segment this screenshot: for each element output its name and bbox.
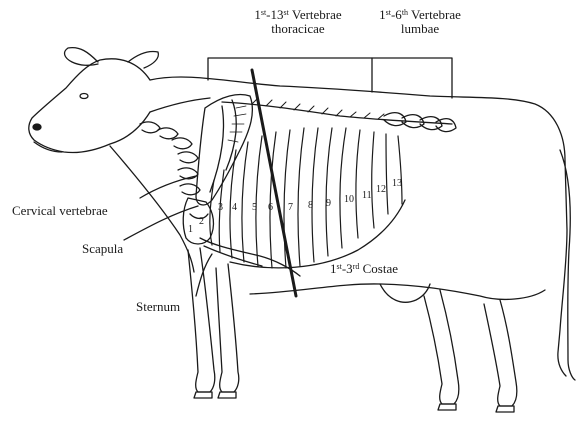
rib-number-8: 8 bbox=[308, 200, 313, 211]
lumbar-label-line2: lumbae bbox=[368, 22, 472, 36]
scapula-shape bbox=[196, 95, 252, 205]
rib-number-11: 11 bbox=[362, 190, 372, 201]
rib-number-1: 1 bbox=[188, 224, 193, 235]
spine-line bbox=[222, 102, 452, 124]
lumbar-label-line1: 1st-6th Vertebrae bbox=[368, 8, 472, 22]
front-leg-right bbox=[216, 264, 239, 392]
thoracic-processes bbox=[252, 98, 384, 119]
ribs bbox=[210, 128, 402, 268]
hind-hoof-left bbox=[438, 404, 456, 410]
rib-number-10: 10 bbox=[344, 194, 354, 205]
scapula-texture bbox=[228, 106, 246, 142]
ear-right bbox=[128, 51, 158, 68]
sternum-label: Sternum bbox=[136, 300, 180, 314]
front-hoof-left bbox=[194, 392, 212, 398]
neck-crest bbox=[150, 98, 210, 112]
scapula-leader-line bbox=[124, 206, 198, 240]
rib-number-5: 5 bbox=[252, 202, 257, 213]
thoracic-vertebrae-label: 1st-13st Vertebrae thoracicae bbox=[236, 8, 360, 36]
rib-number-7: 7 bbox=[288, 202, 293, 213]
rib-number-6: 6 bbox=[268, 202, 273, 213]
scapula-label: Scapula bbox=[82, 242, 123, 256]
hind-leg-left bbox=[424, 290, 459, 404]
lumbar-vertebrae-label: 1st-6th Vertebrae lumbae bbox=[368, 8, 472, 36]
head-outline bbox=[29, 59, 150, 153]
division-line bbox=[252, 70, 296, 296]
thoracic-label-line2: thoracicae bbox=[236, 22, 360, 36]
cervical-vertebrae-label: Cervical vertebrae bbox=[12, 204, 108, 218]
front-leg-left bbox=[188, 248, 215, 392]
eye bbox=[80, 94, 88, 99]
rib-number-13: 13 bbox=[392, 178, 402, 189]
hind-hoof-right bbox=[496, 406, 514, 412]
costae-label: 1st-3rd Costae bbox=[330, 262, 398, 276]
rib-number-9: 9 bbox=[326, 198, 331, 209]
thoracic-label-line1: 1st-13st Vertebrae bbox=[236, 8, 360, 22]
rib-number-12: 12 bbox=[376, 184, 386, 195]
rib-number-4: 4 bbox=[232, 202, 237, 213]
hind-leg-right bbox=[484, 300, 517, 406]
front-hoof-right bbox=[218, 392, 236, 398]
rib-number-3: 3 bbox=[218, 202, 223, 213]
nostril bbox=[33, 124, 41, 130]
rib-number-2: 2 bbox=[199, 216, 204, 227]
